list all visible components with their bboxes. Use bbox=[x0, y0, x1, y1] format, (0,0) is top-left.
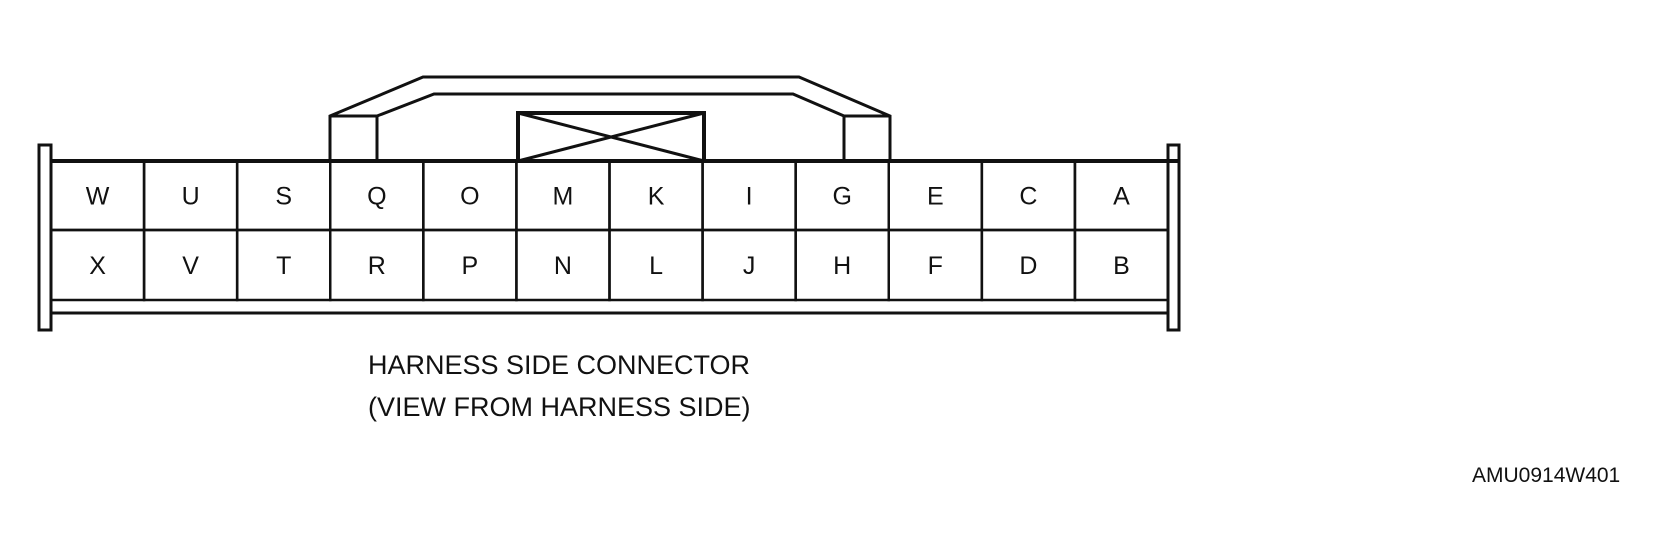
caption-line-2: (VIEW FROM HARNESS SIDE) bbox=[368, 392, 751, 422]
pin-label-P: P bbox=[462, 252, 479, 280]
pin-label-F: F bbox=[928, 252, 943, 280]
pin-label-R: R bbox=[368, 252, 386, 280]
pin-label-O: O bbox=[460, 183, 479, 211]
lock-outer bbox=[328, 75, 892, 161]
pin-label-K: K bbox=[648, 183, 665, 211]
lock-inner bbox=[375, 92, 846, 161]
pin-label-G: G bbox=[832, 183, 851, 211]
caption-line-1: HARNESS SIDE CONNECTOR bbox=[368, 350, 751, 380]
pin-label-W: W bbox=[86, 183, 110, 211]
pin-label-H: H bbox=[833, 252, 851, 280]
pin-label-T: T bbox=[276, 252, 291, 280]
pin-label-N: N bbox=[554, 252, 572, 280]
pin-label-X: X bbox=[89, 252, 106, 280]
pin-grid: W U S Q O M K I G E C A X V T R P N L J H F D B bbox=[49, 159, 1170, 302]
pin-label-C: C bbox=[1019, 183, 1037, 211]
keyway-cross-2 bbox=[517, 111, 705, 163]
right-end-tab bbox=[1166, 143, 1181, 332]
pin-label-V: V bbox=[182, 252, 199, 280]
pin-label-I: I bbox=[746, 183, 753, 211]
pin-label-S: S bbox=[275, 183, 292, 211]
pin-label-A: A bbox=[1113, 183, 1130, 211]
pin-label-Q: Q bbox=[367, 183, 386, 211]
pin-cell-B bbox=[1073, 228, 1170, 302]
pin-label-U: U bbox=[182, 183, 200, 211]
figure-code: AMU0914W401 bbox=[1472, 464, 1621, 487]
pin-label-L: L bbox=[649, 252, 663, 280]
pin-label-D: D bbox=[1019, 252, 1037, 280]
pin-label-M: M bbox=[553, 183, 574, 211]
pin-label-B: B bbox=[1113, 252, 1130, 280]
left-end-tab bbox=[37, 143, 53, 332]
pin-label-J: J bbox=[743, 252, 756, 280]
pin-label-E: E bbox=[927, 183, 944, 211]
